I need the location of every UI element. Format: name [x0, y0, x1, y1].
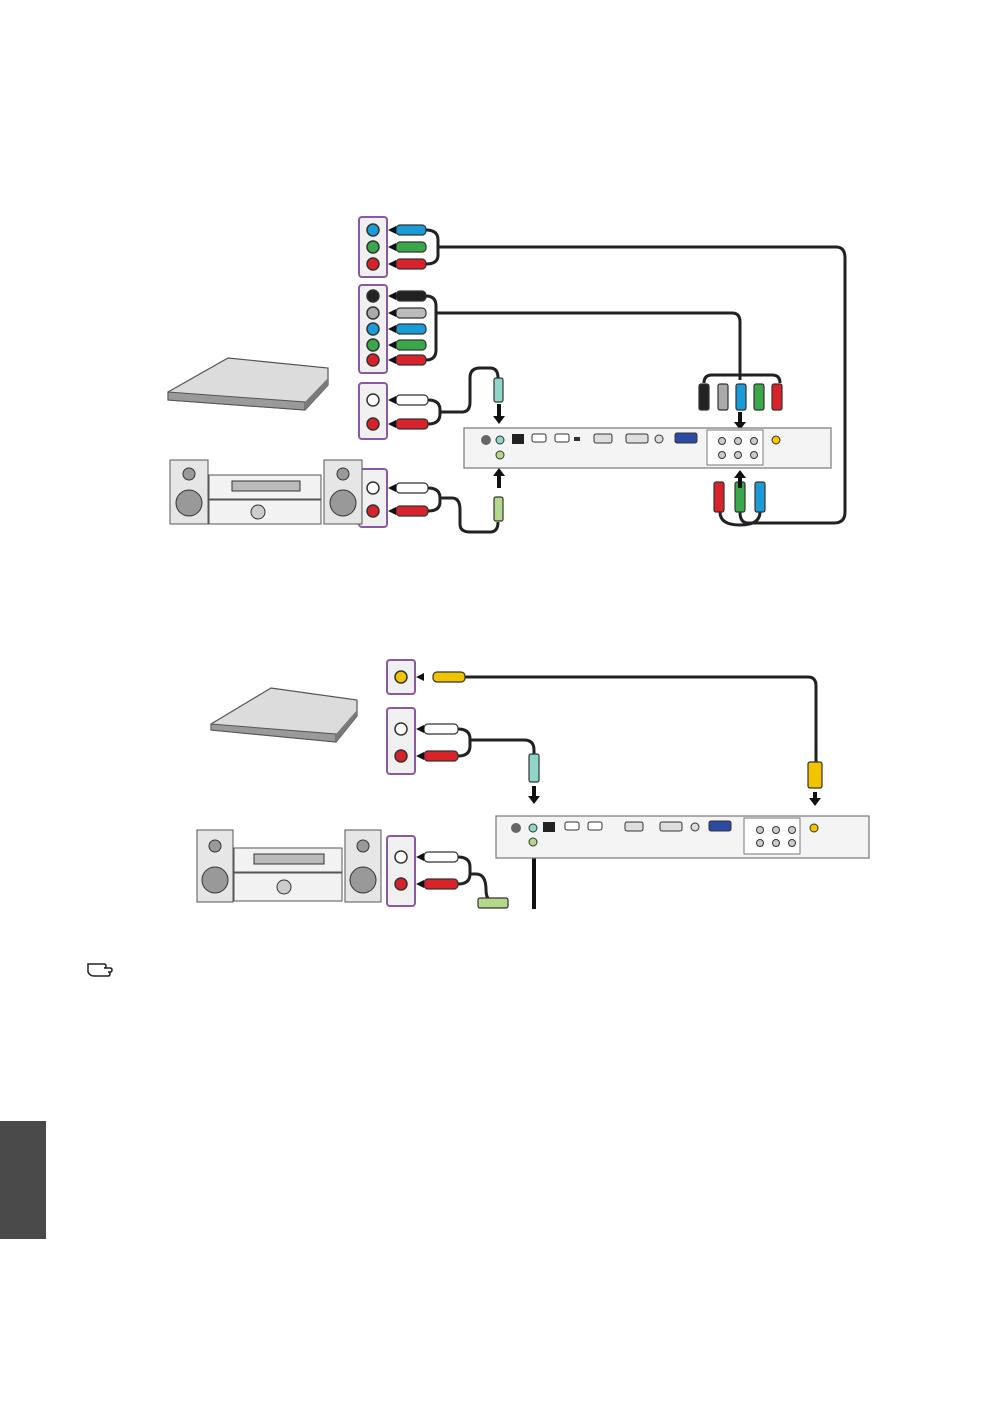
cables-2 [458, 677, 816, 903]
source-panel-audio-system-2 [387, 836, 415, 906]
cables [426, 230, 845, 532]
source-panel-component-5bnc [359, 285, 387, 373]
av-device [168, 358, 328, 410]
av-device-2 [211, 688, 357, 742]
minijack-plug-green [494, 497, 503, 521]
audio-system [170, 460, 362, 524]
video-connection-diagram [0, 655, 999, 915]
projector-rear-panel [464, 428, 831, 468]
minijack-plug-teal [494, 378, 503, 402]
projector-rear-panel-2 [496, 816, 869, 858]
source-panel-video [387, 660, 415, 694]
source-panel-audio-out [359, 383, 387, 439]
source-panel-component-3rca [359, 217, 387, 277]
component-connection-diagram [0, 205, 999, 545]
plugs-2 [424, 672, 822, 908]
audio-system-2 [197, 830, 381, 902]
pointing-hand-icon [86, 960, 118, 980]
rca-plugs-top [396, 225, 428, 516]
source-panel-audio-out-2 [387, 708, 415, 774]
side-page-tab [0, 1121, 46, 1239]
source-panel-audio-system [359, 469, 387, 527]
connection-arrows [388, 226, 746, 515]
